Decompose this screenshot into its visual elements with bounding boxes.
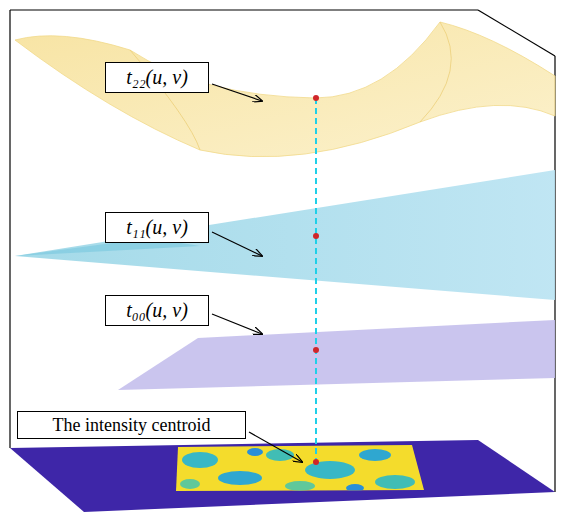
label-box: t₂₂(u, v)	[105, 62, 209, 93]
label-text: t₂₂(u, v)	[126, 66, 188, 89]
label-text: t₀₀(u, v)	[126, 299, 188, 322]
saddle-t22	[15, 22, 555, 157]
plane-t11	[15, 170, 555, 300]
label-text: t₁₁(u, v)	[126, 216, 188, 239]
box-edges	[10, 10, 555, 492]
label-text: The intensity centroid	[53, 415, 211, 436]
intensity-image	[170, 440, 430, 495]
label-box: The intensity centroid	[17, 411, 246, 439]
plane-t00	[118, 320, 555, 390]
centroid-dots	[313, 95, 319, 465]
label-box: t₁₁(u, v)	[105, 212, 209, 243]
label-box: t₀₀(u, v)	[105, 295, 209, 326]
saddle-fold	[420, 22, 451, 122]
leader-lines	[212, 84, 302, 462]
centroid-line	[315, 98, 317, 462]
